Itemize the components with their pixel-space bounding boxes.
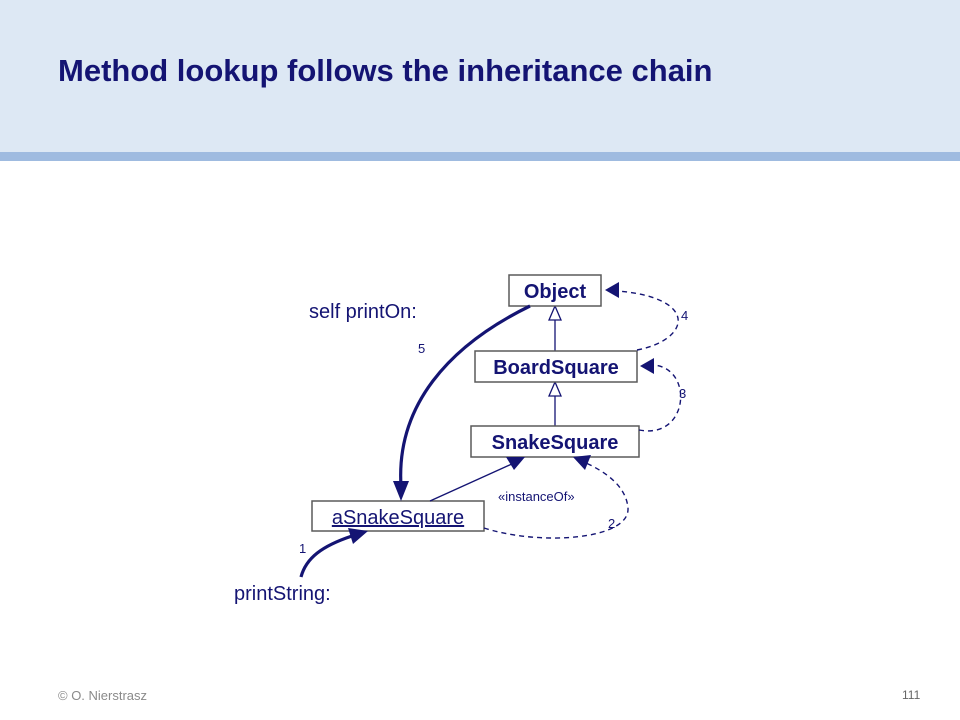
class-label-snakesquare: SnakeSquare [492,432,619,454]
class-box-object: Object [508,274,602,307]
inheritance-board-to-object [548,304,562,351]
instance-of-arrow [429,457,525,502]
instance-box-asnakesquare: aSnakeSquare [311,500,485,532]
instance-of-label: «instanceOf» [498,489,575,504]
step-4-arrow [605,282,679,351]
inheritance-snake-to-board [548,380,562,426]
step-label-4: 4 [681,308,688,323]
step-label-5: 5 [418,341,425,356]
step-2-arrow [483,455,629,539]
message-label-printstring: printString: [234,583,331,605]
step-1-arrow [299,528,368,578]
class-box-snakesquare: SnakeSquare [470,425,640,458]
page-number: 111 [902,688,921,702]
step-3-arrow [638,358,682,432]
message-label-self-printon: self printOn: [309,301,417,323]
class-label-object: Object [524,281,587,303]
step-label-2: 2 [608,516,615,531]
step-5-arrow [393,304,531,501]
class-label-boardsquare: BoardSquare [493,357,619,379]
footer-copyright: © O. Nierstrasz [58,688,148,703]
instance-label: aSnakeSquare [332,507,464,529]
header-band [0,0,960,152]
slide-title: Method lookup follows the inheritance ch… [58,53,713,88]
class-box-boardsquare: BoardSquare [474,350,638,383]
header-rule [0,152,960,161]
step-label-3: 3 [679,386,686,401]
step-label-1: 1 [299,541,306,556]
